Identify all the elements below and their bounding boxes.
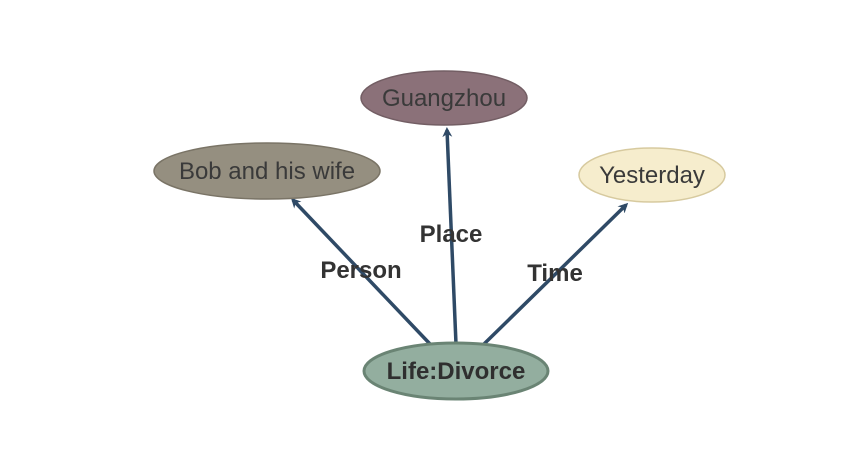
node-time[interactable]: Yesterday: [578, 147, 726, 203]
node-person-shape[interactable]: [153, 142, 381, 200]
node-time-shape[interactable]: [578, 147, 726, 203]
edge-time: [482, 202, 629, 346]
node-event-shape[interactable]: [362, 341, 550, 401]
node-person-label: Bob and his wife: [179, 158, 355, 185]
node-person[interactable]: Bob and his wife: [153, 142, 381, 200]
node-time-label: Yesterday: [599, 162, 705, 189]
node-place-label: Guangzhou: [382, 85, 506, 112]
node-event-label: Life:Divorce: [387, 358, 526, 385]
edge-person: [290, 197, 432, 346]
edges: [290, 127, 629, 346]
node-event[interactable]: Life:Divorce: [362, 341, 550, 401]
edge-label-time: Time: [527, 260, 583, 287]
node-place[interactable]: Guangzhou: [360, 70, 528, 126]
edge-place: [442, 127, 458, 345]
edge-label-place: Place: [420, 221, 483, 248]
node-place-shape[interactable]: [360, 70, 528, 126]
edge-label-person: Person: [320, 257, 401, 284]
